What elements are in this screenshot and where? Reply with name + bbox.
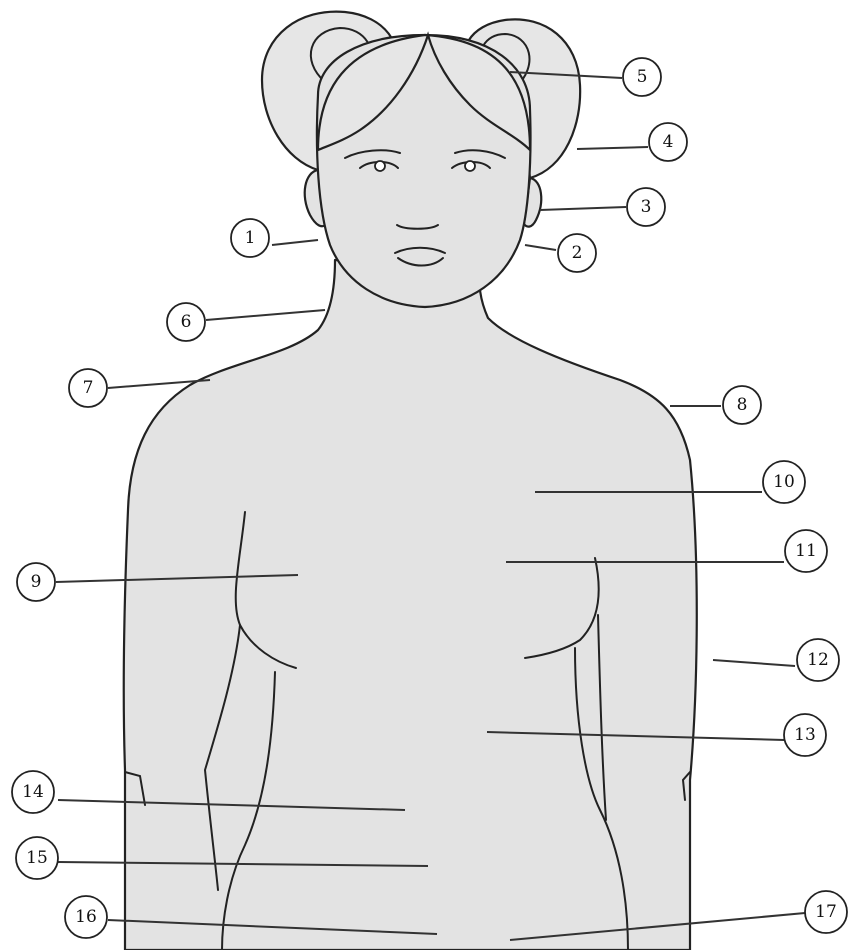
callout-label: 17	[815, 902, 837, 922]
callout-label: 3	[641, 197, 652, 217]
callout-3: 3	[627, 188, 665, 226]
callout-label: 16	[75, 907, 97, 927]
callout-label: 7	[83, 378, 94, 398]
callout-label: 1	[245, 228, 256, 248]
callout-label: 13	[794, 725, 816, 745]
callout-label: 2	[572, 243, 583, 263]
callout-label: 11	[795, 541, 817, 561]
callout-8: 8	[723, 386, 761, 424]
callout-label: 6	[181, 312, 192, 332]
callout-4: 4	[649, 123, 687, 161]
callout-14: 14	[12, 771, 54, 813]
callout-label: 9	[31, 572, 42, 592]
callout-15: 15	[16, 837, 58, 879]
callout-2: 2	[558, 234, 596, 272]
callout-1: 1	[231, 219, 269, 257]
callout-7: 7	[69, 369, 107, 407]
callout-10: 10	[763, 461, 805, 503]
callout-13: 13	[784, 714, 826, 756]
callout-9: 9	[17, 563, 55, 601]
callout-16: 16	[65, 896, 107, 938]
callout-6: 6	[167, 303, 205, 341]
callout-label: 15	[26, 848, 48, 868]
callout-11: 11	[785, 530, 827, 572]
callout-label: 4	[663, 132, 674, 152]
callout-12: 12	[797, 639, 839, 681]
callout-label: 14	[22, 782, 44, 802]
callout-label: 12	[807, 650, 829, 670]
callout-5: 5	[623, 58, 661, 96]
callout-label: 5	[637, 67, 648, 87]
callout-label: 10	[773, 472, 795, 492]
body-silhouette	[124, 260, 697, 950]
callout-17: 17	[805, 891, 847, 933]
callout-label: 8	[737, 395, 748, 415]
